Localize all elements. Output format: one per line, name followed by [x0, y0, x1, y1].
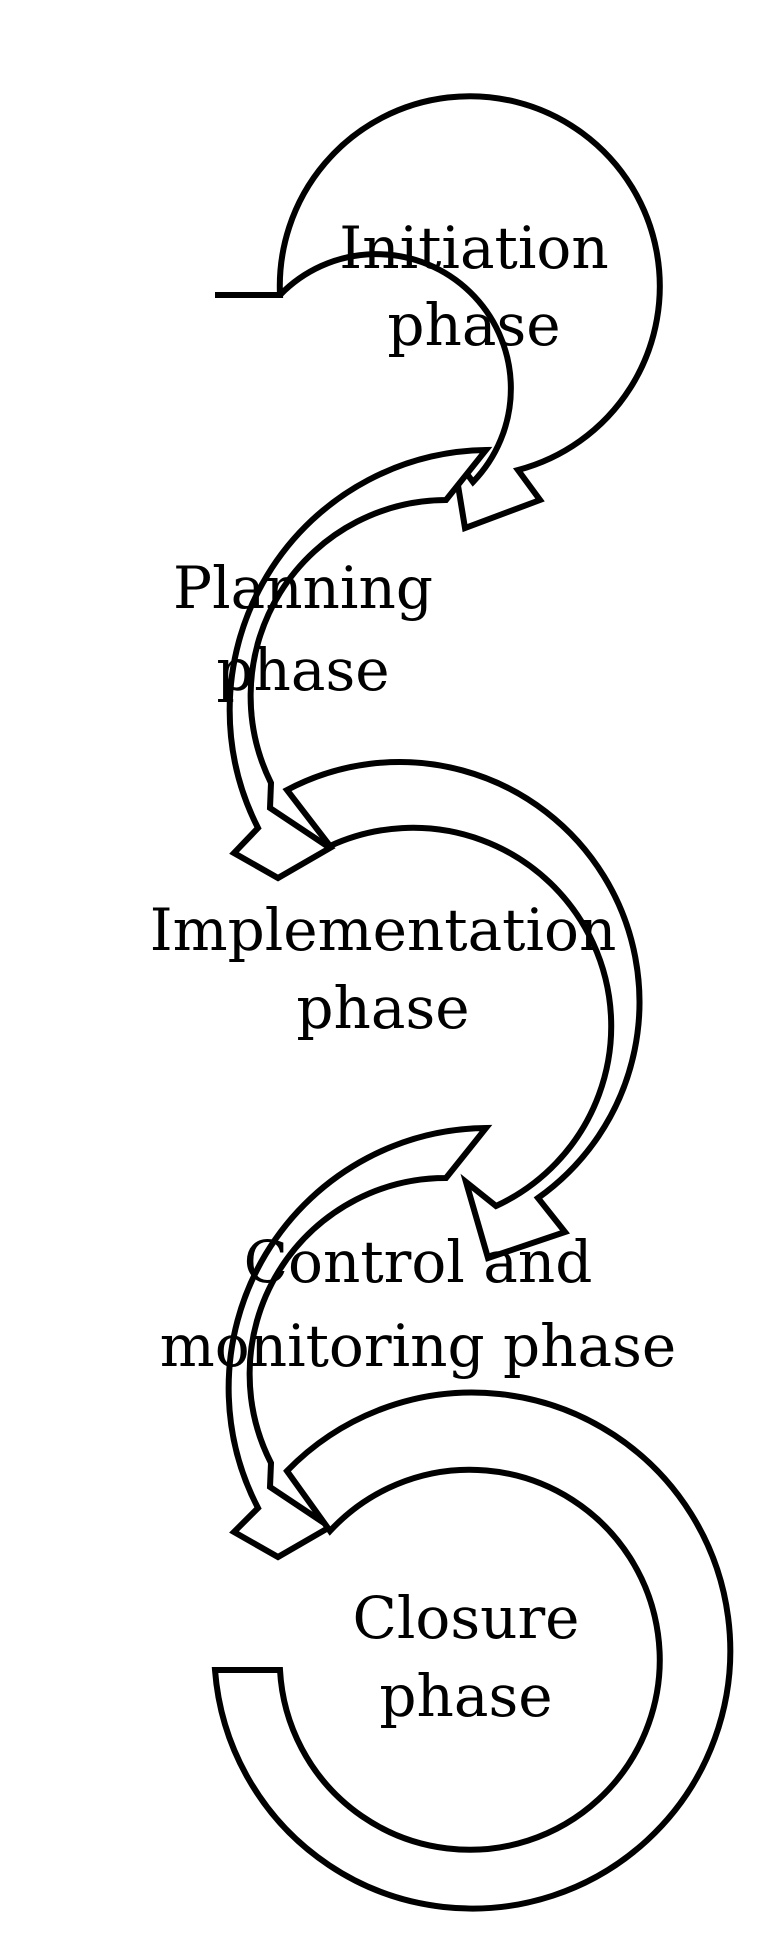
phase-label-closure: Closure phase — [352, 1584, 579, 1730]
phase-label-implementation: Implementation phase — [150, 896, 617, 1042]
phase-label-line: Closure — [352, 1584, 579, 1652]
cycle-arrow-planning — [226, 446, 493, 882]
phase-label-line: phase — [387, 291, 560, 359]
cycle-arrow-control — [225, 1124, 493, 1561]
phase-label-line: Control and — [244, 1228, 593, 1296]
phase-label-line: monitoring phase — [160, 1312, 676, 1380]
cycle-arrow-closure — [211, 1389, 734, 1912]
phase-label-line: phase — [296, 974, 469, 1042]
phase-label-line: phase — [216, 636, 389, 704]
phase-label-planning: Planning phase — [173, 554, 433, 704]
phase-label-initiation: Initiation phase — [339, 214, 608, 359]
phase-label-line: phase — [379, 1662, 552, 1730]
phase-label-line: Planning — [173, 554, 433, 622]
phase-label-line: Initiation — [339, 214, 608, 282]
cycle-arrow-implementation — [282, 759, 643, 1262]
phase-label-line: Implementation — [150, 896, 617, 964]
phase-label-control: Control and monitoring phase — [160, 1228, 676, 1380]
cycle-arrow-initiation — [215, 93, 663, 533]
